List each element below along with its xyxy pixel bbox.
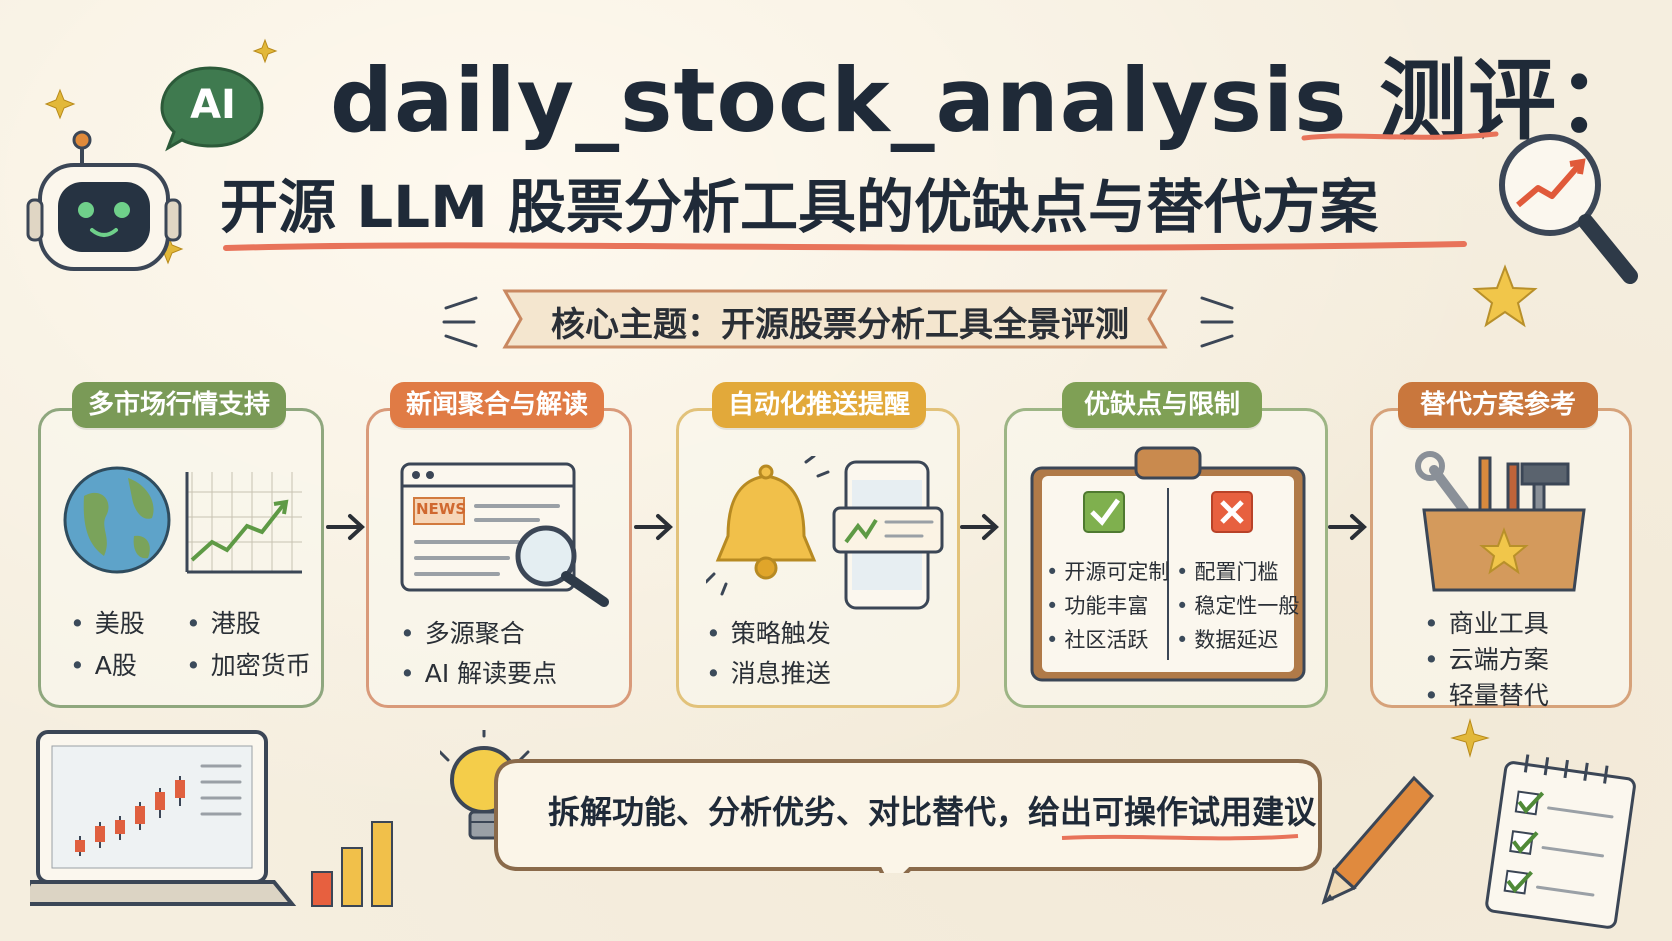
checklist-notebook-icon [1485, 754, 1636, 929]
banner-left-marks [442, 296, 478, 348]
core-theme-banner [502, 289, 1168, 349]
sparkle-icon [1450, 718, 1490, 758]
flow-arrow-icon [326, 514, 365, 540]
list-item: 轻量替代 [1424, 676, 1549, 712]
ai-badge-label: AI [190, 82, 236, 128]
news-label: NEWS [416, 500, 467, 518]
globe-chart-icon [63, 466, 302, 574]
star-icon [1472, 264, 1538, 328]
card-auto-push-tag: 自动化推送提醒 [712, 382, 926, 428]
page-title: daily_stock_analysis 测评： [330, 49, 1647, 152]
ai-speech-bubble [160, 66, 264, 152]
pros-item: 功能丰富 [1046, 590, 1148, 620]
list-item: 美股 [70, 604, 145, 640]
list-item: 云端方案 [1424, 640, 1549, 676]
news-browser-icon [400, 462, 609, 607]
core-theme-label: 核心主题：开源股票分析工具全景评测 [551, 305, 1129, 345]
list-item: 策略触发 [706, 614, 831, 650]
magnifier-chart-icon [1499, 134, 1638, 284]
pros-item: 开源可定制 [1046, 556, 1169, 586]
bell-phone-icon [706, 456, 944, 610]
cons-item: 稳定性一般 [1176, 590, 1299, 620]
list-item: A股 [70, 646, 137, 682]
pros-item: 社区活跃 [1046, 624, 1148, 654]
flow-arrow-icon [634, 514, 673, 540]
list-item: 消息推送 [706, 654, 831, 690]
list-item: AI 解读要点 [400, 654, 557, 690]
banner-right-marks [1200, 296, 1234, 348]
card-pros-cons-tag: 优缺点与限制 [1062, 382, 1262, 428]
card-news-tag: 新闻聚合与解读 [390, 382, 604, 428]
flow-arrow-icon [960, 514, 999, 540]
pencil-icon [1321, 775, 1435, 905]
list-item: 港股 [186, 604, 261, 640]
callout-underline [1061, 834, 1299, 841]
cons-item: 配置门槛 [1176, 556, 1278, 586]
toolbox-icon [1415, 451, 1586, 592]
card-multi-market-tag: 多市场行情支持 [72, 382, 286, 428]
robot-mascot-icon [26, 38, 278, 271]
lightbulb-icon [440, 730, 530, 840]
flow-arrow-icon [1328, 514, 1367, 540]
list-item: 加密货币 [186, 646, 311, 682]
list-item: 商业工具 [1424, 604, 1549, 640]
list-item: 多源聚合 [400, 614, 525, 650]
summary-callout [494, 759, 1322, 873]
card-alternatives-tag: 替代方案参考 [1398, 382, 1598, 428]
subtitle-underline [223, 241, 1467, 251]
summary-callout-text: 拆解功能、分析优劣、对比替代，给出可操作试用建议 [548, 793, 1317, 831]
laptop-candlestick-icon [30, 730, 393, 907]
title-accent-underline [1301, 131, 1499, 141]
cons-item: 数据延迟 [1176, 624, 1278, 654]
page-subtitle: 开源 LLM 股票分析工具的优缺点与替代方案 [220, 173, 1379, 241]
